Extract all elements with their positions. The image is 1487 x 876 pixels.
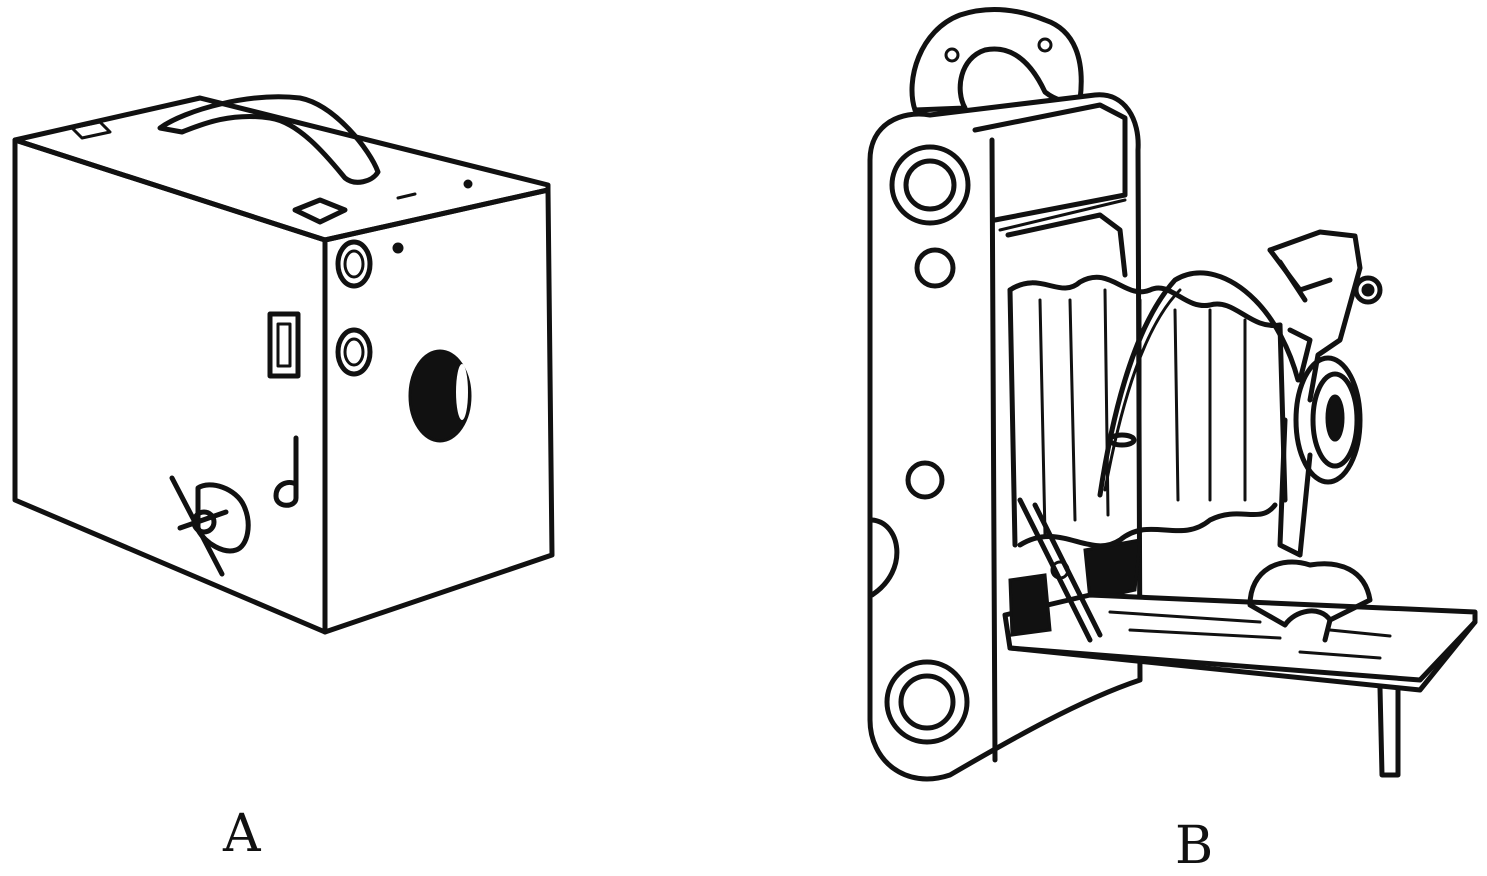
folding-camera-strap-rivet-1 [944, 47, 960, 63]
folding-camera-bed-track-1 [1108, 610, 1262, 624]
folding-camera-cable-collar [1107, 432, 1137, 448]
folding-camera-strut-pivot [1050, 560, 1070, 580]
box-camera-side-window [267, 311, 301, 379]
folding-camera-bed-track-4 [1298, 650, 1382, 660]
folding-camera-standard-base [1247, 559, 1373, 628]
folding-camera-spool-upper [889, 144, 971, 226]
folding-camera-spool-lower [884, 659, 970, 745]
box-camera-top-mark-1 [396, 192, 417, 200]
box-camera-top-mark-2 [463, 179, 473, 189]
folding-camera-strut-shadow [1008, 573, 1052, 637]
folding-camera-drawing [867, 7, 1478, 782]
box-camera-viewfinder-lower [335, 327, 373, 377]
folding-camera-side-rail [989, 137, 998, 763]
folding-camera-bed-track-3 [1328, 628, 1392, 638]
folding-camera-strap [909, 7, 1084, 113]
folding-camera-side-bump [869, 517, 900, 598]
caption-b: B [1175, 816, 1214, 876]
box-camera-lens [408, 349, 472, 443]
folding-camera-strap-rivet-2 [1037, 37, 1053, 53]
folding-camera-spool-upper-inner [903, 158, 957, 212]
box-camera-lens-highlight [456, 364, 468, 420]
box-camera-front-face [322, 187, 555, 635]
folding-camera-hole-1 [914, 247, 956, 289]
folding-camera-cable-release [1097, 270, 1301, 498]
box-camera-winding-key [169, 475, 251, 577]
box-camera-shutter-lever [273, 435, 299, 508]
folding-camera-standard-base-side [1322, 617, 1333, 643]
box-camera-viewfinder-lower-inner [343, 337, 365, 367]
box-camera-top-clip [70, 120, 112, 140]
box-camera-handle [157, 94, 381, 185]
folding-camera-cable-release-inner [1103, 288, 1182, 492]
folding-camera-bed-leg [1377, 685, 1401, 778]
box-camera-viewfinder-upper-inner [343, 249, 365, 279]
folding-camera-spool-lower-inner [898, 673, 956, 731]
folding-camera-top-rail-inner [998, 198, 1127, 232]
box-camera-top-window [292, 197, 348, 225]
folding-camera-bed-edge [1007, 619, 1478, 693]
folding-camera-top-rail [972, 102, 1128, 223]
folding-camera-hole-2 [905, 460, 945, 500]
box-camera-viewfinder-upper [335, 239, 373, 289]
box-camera-side-window-inner [276, 322, 292, 368]
folding-camera-bed-track-2 [1128, 628, 1282, 640]
box-camera-drawing [12, 94, 555, 635]
folding-camera-bellows [1005, 212, 1288, 602]
box-camera-side-face [12, 137, 328, 635]
box-camera-front-dot [392, 242, 404, 254]
caption-a: A [223, 804, 261, 864]
folding-camera-lens-ring [1310, 371, 1360, 469]
folding-camera-lens [1293, 355, 1363, 485]
folding-camera-lens-glass [1325, 394, 1345, 442]
folding-camera-lens-standard [1267, 229, 1383, 558]
folding-camera-strut-1 [1017, 497, 1093, 643]
